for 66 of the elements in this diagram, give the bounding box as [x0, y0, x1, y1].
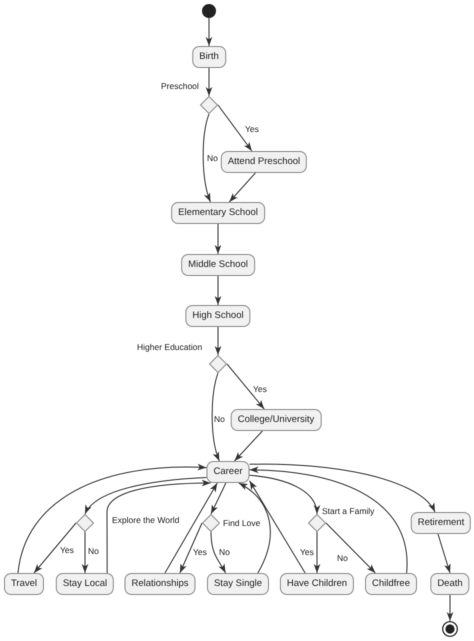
arrow	[437, 534, 451, 574]
edge-label: No	[337, 553, 348, 563]
activity-box: Career	[206, 461, 250, 483]
arrow	[238, 482, 271, 574]
arrow	[249, 466, 408, 574]
activity-box: Travel	[4, 573, 44, 595]
arrow	[210, 532, 226, 574]
arrow	[82, 532, 88, 574]
edge-label: No	[207, 153, 218, 163]
arrow	[106, 480, 212, 574]
edge-label: Yes	[60, 545, 74, 555]
activity-box: Stay Single	[206, 573, 270, 595]
arrow	[226, 364, 265, 410]
arrow	[314, 532, 320, 574]
activity-box: Elementary School	[171, 202, 265, 224]
arrow	[326, 522, 376, 574]
condition-label: Find Love	[223, 518, 260, 528]
arrow	[214, 276, 222, 306]
edge-label: Yes	[245, 124, 259, 134]
activity-box: Middle School	[181, 254, 255, 276]
activity-box: Stay Local	[56, 573, 114, 595]
edge-label: No	[219, 547, 230, 557]
arrow	[214, 224, 222, 254]
arrow	[179, 522, 202, 574]
arrow	[446, 594, 454, 622]
end-circle	[442, 621, 458, 637]
edge-label: Yes	[193, 547, 207, 557]
arrow	[249, 480, 306, 574]
arrow	[212, 372, 220, 462]
arrow	[214, 326, 222, 356]
activity-box: Birth	[192, 46, 226, 68]
edge-label: Yes	[300, 547, 314, 557]
decision-diamond	[200, 96, 218, 114]
condition-label: Explore the World	[112, 515, 180, 525]
arrow	[210, 482, 226, 514]
decision-diamond	[202, 514, 220, 532]
activity-box: Have Children	[280, 573, 354, 595]
arrow	[206, 18, 212, 46]
arrow	[234, 430, 263, 462]
condition-label: Start a Family	[322, 506, 374, 516]
decision-diamond	[308, 514, 326, 532]
edge-label: No	[214, 414, 225, 424]
arrow	[206, 68, 212, 96]
arrow	[249, 474, 320, 514]
activity-box: Death	[430, 573, 470, 595]
activity-box: College/University	[230, 409, 322, 431]
condition-label: Preschool	[161, 81, 199, 91]
activity-box: High School	[185, 305, 251, 327]
activity-box: Relationships	[124, 573, 196, 595]
arrow	[249, 464, 436, 512]
arrow	[18, 464, 207, 574]
arrow	[218, 104, 252, 152]
activity-box: Childfree	[364, 573, 418, 595]
arrow	[164, 482, 218, 574]
arrow	[228, 172, 256, 202]
arrow	[202, 114, 211, 202]
activity-box: Retirement	[410, 512, 472, 534]
arrow	[84, 477, 207, 514]
arrow	[34, 522, 76, 574]
activity-box: Attend Preschool	[220, 151, 308, 173]
condition-label: Higher Education	[137, 342, 202, 352]
edge-label: No	[88, 546, 99, 556]
decision-diamond	[209, 355, 227, 373]
decision-diamond	[76, 514, 94, 532]
edge-label: Yes	[253, 384, 267, 394]
start-circle	[202, 4, 216, 18]
